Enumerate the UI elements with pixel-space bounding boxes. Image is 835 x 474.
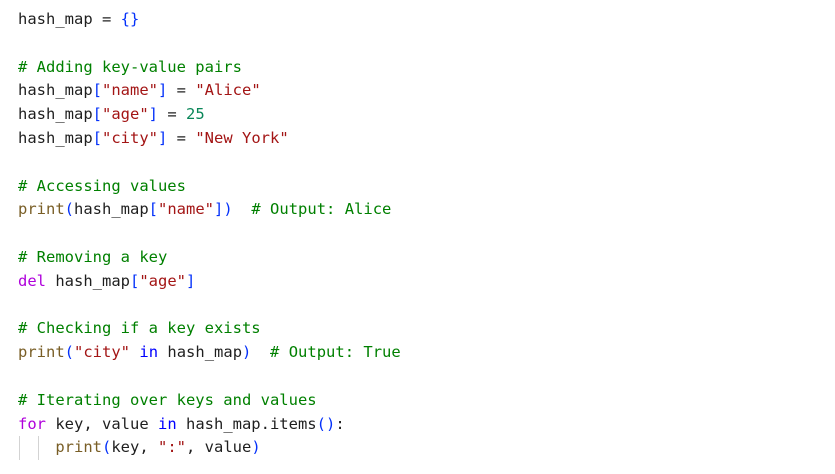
- code-token-bracket: ]: [148, 105, 159, 124]
- code-token-keyword: del: [18, 271, 46, 290]
- code-token-op: =: [167, 128, 196, 147]
- code-token-paren: (: [64, 200, 75, 219]
- code-line: # Accessing values: [18, 175, 818, 199]
- code-token-op: [46, 272, 55, 290]
- code-line: ​: [18, 365, 818, 389]
- code-token-bracket: [: [92, 128, 102, 147]
- code-line: # Iterating over keys and values: [18, 389, 818, 413]
- code-line: hash_map["age"] = 25: [18, 103, 818, 127]
- code-line: ​: [18, 222, 818, 246]
- code-token-brace: {}: [120, 10, 140, 28]
- code-token-paren: (): [316, 414, 336, 433]
- code-token-builtin: print: [18, 200, 65, 219]
- code-line: ​: [18, 151, 818, 175]
- code-token-comment: # Accessing values: [18, 176, 186, 195]
- code-token-op: [158, 343, 167, 361]
- code-token-builtin: print: [18, 343, 65, 362]
- code-line: hash_map["city"] = "New York": [18, 127, 818, 151]
- code-token-keyword: for: [18, 414, 46, 433]
- code-token-op: =: [167, 81, 196, 100]
- code-line: # Adding key-value pairs: [18, 56, 818, 80]
- code-token-comment: # Iterating over keys and values: [18, 390, 317, 409]
- code-token-paren: ): [251, 438, 261, 457]
- indent-guide: [19, 436, 20, 461]
- code-token-op: =: [158, 105, 187, 124]
- code-token-op: =: [92, 10, 121, 28]
- code-token-bracket: [: [130, 271, 140, 290]
- code-token-bracket: ]: [158, 128, 168, 147]
- code-token-paren: (: [102, 438, 112, 457]
- code-token-op: [233, 200, 252, 218]
- code-token-id: hash_map: [18, 128, 93, 147]
- code-token-str: "city": [102, 128, 158, 147]
- code-token-bracket: [: [92, 81, 102, 100]
- code-token-str: "age": [102, 105, 149, 124]
- code-token-id: hash_map: [74, 200, 149, 219]
- code-token-punc: :: [335, 414, 345, 433]
- code-token-str: "name": [158, 200, 215, 219]
- code-line: print(hash_map["name"]) # Output: Alice: [18, 198, 818, 222]
- code-token-id: hash_map: [18, 81, 93, 100]
- code-token-bracket: ]: [186, 271, 196, 290]
- code-line: hash_map["name"] = "Alice": [18, 79, 818, 103]
- code-line: # Checking if a key exists: [18, 317, 818, 341]
- code-token-kwblue: in: [139, 343, 159, 362]
- code-editor[interactable]: hash_map = {}​# Adding key-value pairsha…: [18, 8, 818, 461]
- code-token-id: key,: [111, 438, 159, 457]
- code-token-op: [130, 343, 139, 361]
- code-token-str: ":": [158, 438, 187, 457]
- code-token-comment: # Output: True: [270, 343, 401, 362]
- code-token-comment: # Checking if a key exists: [18, 319, 261, 338]
- code-token-bracket: ]: [158, 81, 168, 100]
- code-token-id: hash_map: [55, 271, 130, 290]
- code-token-num: 25: [186, 105, 205, 124]
- code-token-kwblue: in: [157, 414, 177, 433]
- code-line: ​: [18, 294, 818, 318]
- code-token-paren: ): [223, 200, 233, 219]
- code-token-id: hash_map: [167, 343, 243, 362]
- code-token-op: [18, 438, 55, 456]
- code-token-bracket: [: [148, 200, 159, 219]
- code-token-paren: ): [242, 343, 252, 362]
- code-line: print(key, ":", value): [18, 436, 818, 461]
- code-token-id: hash_map: [18, 105, 93, 124]
- code-token-str: "name": [102, 81, 158, 100]
- code-line: ​: [18, 32, 818, 56]
- code-token-id: hash_map: [18, 10, 93, 28]
- code-token-bracket: ]: [214, 200, 224, 219]
- code-token-comment: # Adding key-value pairs: [18, 57, 242, 76]
- code-token-id: key, value: [46, 414, 158, 433]
- code-token-str: "age": [139, 271, 187, 290]
- code-line: print("city" in hash_map) # Output: True: [18, 341, 818, 365]
- code-line: hash_map = {}: [18, 8, 818, 32]
- code-line: del hash_map["age"]: [18, 270, 818, 294]
- code-token-paren: (: [64, 343, 75, 362]
- code-token-str: "city": [74, 343, 131, 362]
- code-token-comment: # Output: Alice: [251, 200, 392, 219]
- code-token-id: , value: [186, 438, 252, 457]
- code-line: for key, value in hash_map.items():: [18, 413, 818, 437]
- code-line: # Removing a key: [18, 246, 818, 270]
- code-token-comment: # Removing a key: [18, 247, 168, 266]
- indent-guide: [37, 436, 39, 461]
- code-token-str: "Alice": [195, 81, 261, 100]
- code-token-str: "New York": [195, 128, 289, 147]
- code-token-builtin: print: [55, 438, 102, 457]
- code-token-op: [251, 343, 270, 361]
- code-token-id: hash_map.items: [176, 414, 317, 433]
- code-token-bracket: [: [92, 105, 102, 124]
